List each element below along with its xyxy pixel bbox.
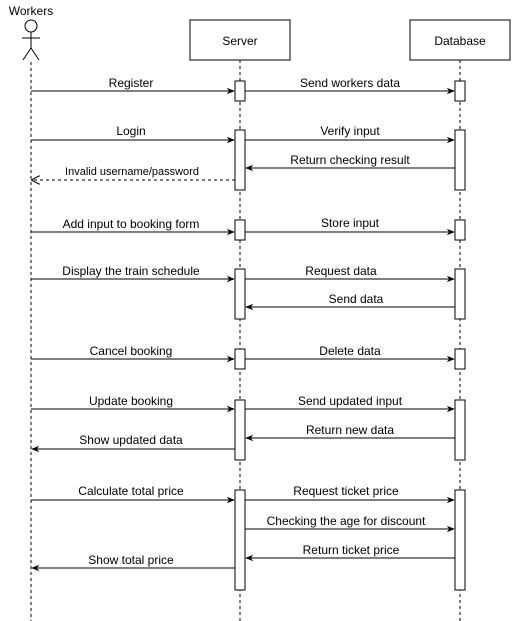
server-activation <box>234 489 246 591</box>
message-update-booking: Update booking <box>31 394 235 413</box>
message-label: Cancel booking <box>90 344 173 358</box>
message-label: Return checking result <box>290 153 410 167</box>
workers-actor: Workers <box>9 4 53 61</box>
message-return-new-data: Return new data <box>245 423 455 442</box>
message-register: Register <box>31 76 235 95</box>
message-label: Login <box>116 124 145 138</box>
database-activation <box>454 129 466 191</box>
server-activation <box>234 399 246 461</box>
message-label: Request ticket price <box>293 484 399 498</box>
message-label: Return ticket price <box>303 543 400 557</box>
message-label: Request data <box>305 264 377 278</box>
message-send-data: Send data <box>245 292 455 311</box>
database-participant: Database <box>409 19 511 61</box>
message-label: Update booking <box>89 394 173 408</box>
database-activation <box>454 348 466 370</box>
server-participant: Server <box>189 19 291 61</box>
message-label: Calculate total price <box>78 484 184 498</box>
message-label: Register <box>109 76 154 90</box>
database-participant-label: Database <box>434 34 486 48</box>
message-label: Delete data <box>319 344 381 358</box>
message-calculate-total-price: Calculate total price <box>31 484 235 504</box>
server-activation <box>234 129 246 191</box>
message-show-updated-data: Show updated data <box>31 433 235 453</box>
message-send-updated-input: Send updated input <box>245 394 455 413</box>
database-activation <box>454 219 466 241</box>
message-label: Verify input <box>320 124 380 138</box>
server-activation <box>234 80 246 102</box>
message-label: Send data <box>329 292 384 306</box>
message-invalid-login: Invalid username/password <box>32 166 235 180</box>
message-request-data: Request data <box>245 264 455 283</box>
message-delete-data: Delete data <box>245 344 455 363</box>
message-label: Add input to booking form <box>63 217 200 231</box>
message-label: Checking the age for discount <box>267 514 426 528</box>
message-cancel-booking: Cancel booking <box>31 344 235 363</box>
stick-figure-icon <box>22 19 40 61</box>
server-activation <box>234 348 246 370</box>
message-return-ticket-price: Return ticket price <box>245 543 455 562</box>
message-label: Display the train schedule <box>62 264 200 278</box>
message-label: Send updated input <box>298 394 403 408</box>
database-activation <box>454 80 466 102</box>
message-label: Store input <box>321 216 380 230</box>
database-activation <box>454 399 466 461</box>
message-return-checking-result: Return checking result <box>245 153 455 172</box>
database-activation <box>454 489 466 591</box>
message-label: Show total price <box>88 553 174 567</box>
message-send-workers-data: Send workers data <box>245 76 455 95</box>
message-add-input: Add input to booking form <box>31 217 235 236</box>
database-activation <box>454 268 466 320</box>
message-verify-input: Verify input <box>245 124 455 144</box>
server-activation <box>234 219 246 241</box>
message-label: Send workers data <box>300 76 400 90</box>
workers-actor-label: Workers <box>9 4 53 18</box>
server-participant-label: Server <box>222 34 257 48</box>
message-label: Invalid username/password <box>65 166 199 178</box>
message-store-input: Store input <box>245 216 455 236</box>
server-activation <box>234 268 246 320</box>
message-check-age-discount: Checking the age for discount <box>245 514 455 533</box>
message-request-ticket-price: Request ticket price <box>245 484 455 504</box>
message-login: Login <box>31 124 235 144</box>
message-label: Return new data <box>306 423 394 437</box>
message-show-total-price: Show total price <box>31 553 235 572</box>
message-label: Show updated data <box>79 433 183 447</box>
message-display-schedule: Display the train schedule <box>31 264 235 283</box>
